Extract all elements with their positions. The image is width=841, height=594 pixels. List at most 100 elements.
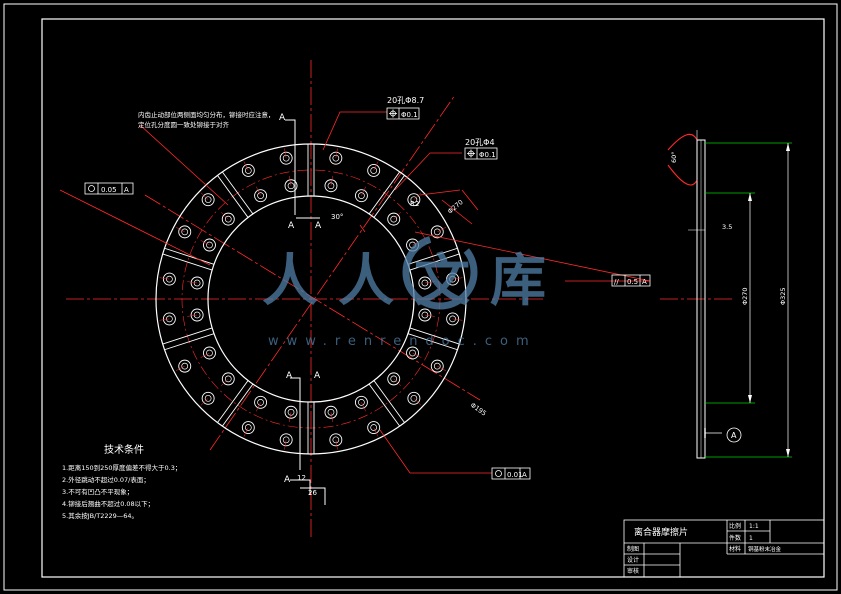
rivet-hole-inner: [244, 424, 252, 431]
tolerance-frame-bottom: 0.01 A: [491, 467, 531, 480]
tech-item: 4.铆接后翘曲不超过0.08以下；: [62, 499, 154, 508]
rivet-hole-inner: [390, 375, 398, 383]
hole-center-tick: [159, 277, 170, 280]
segment-slot: [217, 380, 249, 423]
hole-center-tick: [393, 211, 402, 220]
rivet-hole: [279, 433, 293, 447]
hole-center-tick: [220, 378, 229, 387]
rivet-hole-inner: [410, 394, 418, 402]
rivet-hole: [178, 225, 192, 239]
watermark-url: www.renrendoc.com: [268, 334, 537, 349]
rivet-hole-inner: [358, 399, 365, 406]
design-label: 设计: [627, 556, 639, 564]
hole-center-tick: [187, 281, 198, 284]
rivet-hole: [329, 151, 343, 165]
rivet-hole: [446, 312, 460, 326]
watermark-text: 人人文库: [262, 249, 566, 314]
segment-slot: [409, 253, 460, 271]
rivet-hole: [324, 405, 338, 419]
svg-text:Φ0.1: Φ0.1: [479, 151, 496, 159]
hole-center-tick: [452, 318, 463, 321]
tolerance-frame-right: // 0.5 A: [611, 274, 651, 287]
svg-text:A: A: [731, 431, 737, 440]
segment-slot: [164, 333, 215, 351]
hole-center-tick: [284, 148, 287, 159]
segment-slot: [373, 175, 405, 218]
rivet-hole: [221, 212, 235, 226]
svg-text:20孔Φ4: 20孔Φ4: [465, 138, 495, 147]
tolerance-frame-holes-2: 20孔Φ4 Φ0.1: [464, 138, 498, 160]
svg-text:0.01: 0.01: [507, 471, 523, 479]
rivet-hole-inner: [166, 315, 173, 323]
rivet-hole: [178, 359, 192, 373]
segment-slot: [162, 327, 213, 345]
note-top: 内齿止动部位两侧面均匀分布，铆接时应注意，: [138, 110, 275, 119]
hole-center-tick: [335, 148, 338, 159]
rivet-hole-inner: [433, 228, 441, 236]
hole-center-tick: [159, 318, 170, 321]
hole-center-tick: [361, 402, 367, 412]
rivet-hole-inner: [257, 399, 264, 406]
dia-outer-label: Φ195: [469, 401, 488, 418]
hole-pitch-circle: [181, 169, 441, 429]
segment-slot: [409, 327, 460, 345]
rivet-hole-inner: [287, 182, 295, 190]
rivet-hole-inner: [421, 279, 429, 287]
hole-center-tick: [200, 398, 209, 406]
rivet-hole: [324, 179, 338, 193]
rivet-hole: [201, 391, 215, 405]
hole-center-tick: [335, 439, 338, 450]
section-a-label-top: A: [279, 113, 286, 123]
segment-slot: [368, 171, 401, 215]
rivet-hole-inner: [206, 349, 213, 357]
hole-center-tick: [437, 365, 447, 372]
rivet-hole: [418, 308, 432, 322]
hole-center-tick: [175, 365, 185, 372]
hole-center-tick: [255, 402, 261, 412]
rivet-hole: [407, 193, 421, 207]
hole-center-tick: [284, 439, 287, 450]
rivet-hole-inner: [358, 192, 365, 199]
svg-text:20孔Φ8.7: 20孔Φ8.7: [387, 96, 424, 105]
hole-center-tick: [413, 192, 422, 200]
material-label: 材料: [729, 545, 741, 553]
rivet-hole: [446, 272, 460, 286]
rivet-hole: [354, 395, 368, 409]
rivet-hole-inner: [282, 436, 290, 444]
rivet-hole: [354, 189, 368, 203]
svg-text:A: A: [522, 471, 527, 479]
qty-label: 件数: [729, 534, 741, 542]
hole-center-tick: [200, 352, 210, 358]
sheet-inner-frame: [41, 18, 825, 578]
scale-label: 比例: [729, 522, 741, 530]
hole-center-tick: [330, 175, 333, 186]
rivet-hole: [284, 179, 298, 193]
dim-diag-label: Φ270: [446, 198, 465, 215]
side-view: A 60° 3.5 Φ270 Φ325: [667, 130, 792, 459]
rivet-hole-inner: [193, 311, 201, 319]
rivet-hole: [329, 433, 343, 447]
tolerance-frame-left: 0.05 A: [84, 182, 134, 195]
rivet-hole: [367, 164, 381, 177]
hole-center-tick: [243, 427, 249, 437]
rivet-hole: [279, 151, 293, 165]
segment-slot: [368, 383, 401, 427]
side-thickness-label: 3.5: [722, 223, 732, 231]
rivet-hole-inner: [166, 275, 173, 283]
rivet-hole-inner: [193, 279, 201, 287]
rivet-hole: [190, 308, 204, 322]
rivet-hole-inner: [410, 196, 418, 204]
part-name: 离合器摩擦片: [634, 526, 688, 538]
rivet-hole: [284, 405, 298, 419]
radius-label: R2: [410, 200, 419, 208]
rivet-hole: [387, 372, 401, 386]
front-view: [155, 143, 467, 455]
hole-center-tick: [393, 378, 402, 387]
rivet-hole-inner: [282, 154, 290, 162]
tech-item: 5.其余按JB/T2229—64。: [62, 511, 138, 520]
rivet-hole-inner: [181, 228, 189, 236]
rivet-hole-inner: [287, 408, 295, 416]
rivet-hole-inner: [224, 215, 232, 223]
rivet-hole: [162, 312, 176, 326]
rivet-hole-inner: [206, 241, 213, 249]
